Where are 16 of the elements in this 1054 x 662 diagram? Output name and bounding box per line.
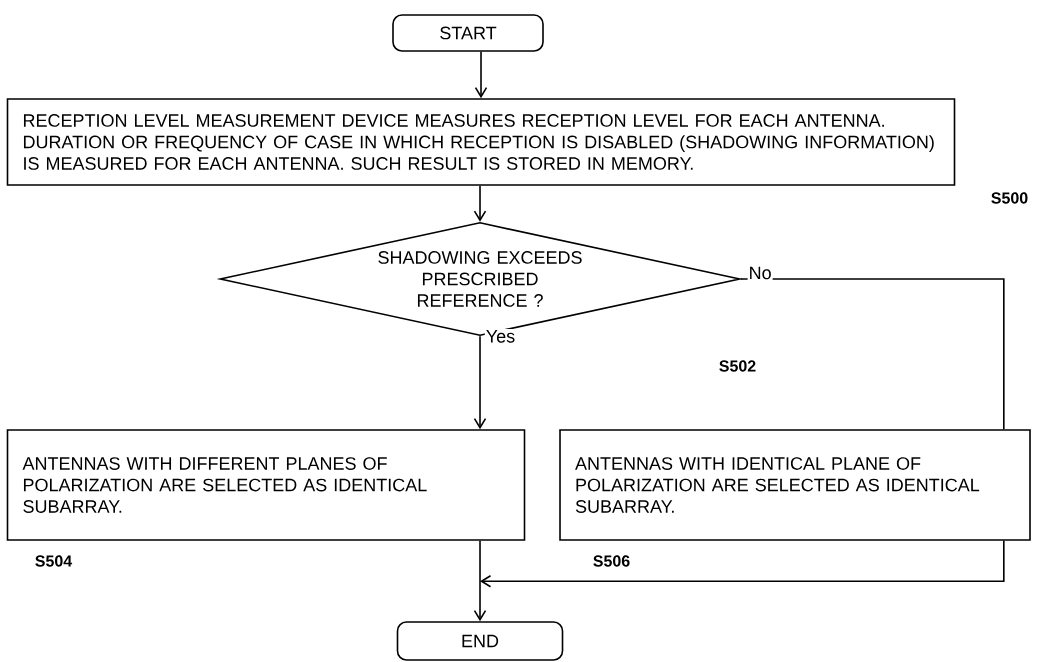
arrow — [474, 51, 488, 99]
process-box: ANTENNAS WITH DIFFERENT PLANES OF POLARIZATION ARE SELECTED AS IDENTICAL SUBARRAY. — [6, 429, 526, 541]
arrow — [473, 335, 487, 430]
process-box: RECEPTION LEVEL MEASUREMENT DEVICE MEASURES RECEPTION LEVEL FOR EACH ANTENNA. DURATION OR FREQUENCY OF CASE IN WHICH RECEPTION IS DISABLED (SHADOWING INFORMATION) IS MEASURED FOR EACH ANTENNA. SUCH RESULT IS STORED IN MEMORY. — [6, 98, 956, 186]
arrow — [480, 540, 1005, 588]
arrow — [473, 540, 487, 622]
step-label: S506 — [593, 555, 630, 567]
terminal-box: END — [396, 621, 564, 661]
edge-label: Yes — [484, 329, 517, 344]
arrow — [473, 185, 487, 222]
edge-label: No — [747, 265, 773, 281]
terminal-box: START — [392, 14, 544, 52]
step-label: S502 — [719, 360, 756, 372]
step-label: S500 — [991, 192, 1028, 204]
process-box: ANTENNAS WITH IDENTICAL PLANE OF POLARIZATION ARE SELECTED AS IDENTICAL SUBARRAY. — [559, 429, 1031, 541]
step-label: S504 — [35, 555, 73, 567]
